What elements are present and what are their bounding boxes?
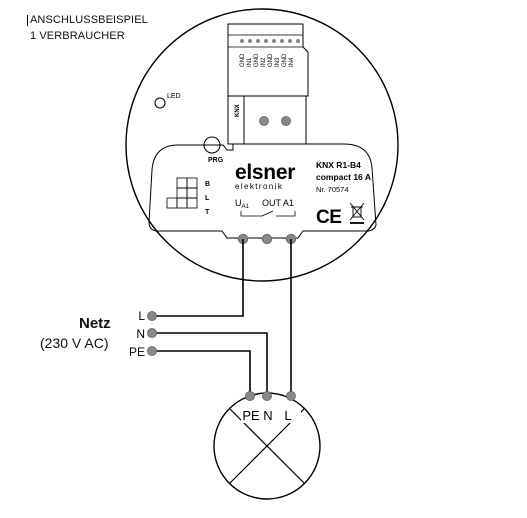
load-terminal-pe <box>245 391 255 401</box>
switch-row-label: T <box>205 209 210 216</box>
front-panel <box>148 143 377 239</box>
caption-bar <box>27 15 28 26</box>
load-terminal-n <box>262 391 272 401</box>
knx-screw <box>259 116 269 126</box>
supply-terminal-pe <box>147 346 157 356</box>
blt-switch: B L T <box>166 177 210 216</box>
load-terminal-label: L <box>284 408 291 423</box>
wire-pe-to-load <box>152 350 251 394</box>
pin-label: IN3 <box>275 57 281 67</box>
switch-row-label: B <box>205 181 210 188</box>
wire-n-to-load <box>152 332 268 394</box>
terminal-screws <box>240 39 300 43</box>
load-terminal-l <box>286 391 296 401</box>
out-label: OUT A1 <box>262 198 294 208</box>
pin-label: GND <box>268 53 274 67</box>
weee-bin-icon <box>349 202 365 224</box>
ce-mark: CE <box>316 207 341 228</box>
model-variant: compact 16 A <box>316 172 371 182</box>
load-terminal-label: PE <box>242 408 260 423</box>
supply-terminal-n <box>147 328 157 338</box>
caption-line-1: ANSCHLUSSBEISPIEL <box>30 14 148 26</box>
switch-row-label: L <box>205 195 210 202</box>
model-number: Nr. 70574 <box>316 185 349 194</box>
knx-connector: KNX <box>227 95 307 145</box>
supply-terminal-label: N <box>136 327 145 341</box>
relay-contact-symbol <box>240 210 296 217</box>
prg-label: PRG <box>208 157 224 164</box>
pin-label: GND <box>240 53 246 67</box>
pin-label: GND <box>282 53 288 67</box>
wire-l-to-device <box>152 239 244 317</box>
input-terminal-block: GND IN1 GND IN2 GND IN3 GND IN4 <box>227 23 309 97</box>
pin-label: IN2 <box>261 57 267 67</box>
terminal-blank <box>261 233 273 245</box>
ua-subscript: A1 <box>242 204 250 210</box>
led-label: LED <box>167 93 181 100</box>
caption-line-2: 1 VERBRAUCHER <box>30 30 125 42</box>
led-indicator <box>154 97 166 109</box>
knx-label: KNX <box>235 104 241 117</box>
lamp-load: PE N L <box>213 391 321 500</box>
pin-label: IN1 <box>247 57 253 67</box>
supply-terminal-l <box>147 311 157 321</box>
model-name: KNX R1-B4 <box>316 160 361 170</box>
supply-subtitle: (230 V AC) <box>40 335 109 351</box>
supply-terminal-label: PE <box>129 345 145 359</box>
supply-terminal-label: L <box>138 309 145 323</box>
wires <box>152 239 292 394</box>
supply-title: Netz <box>79 315 111 332</box>
device-housing <box>125 8 399 282</box>
brand-subtitle: elektronik <box>235 182 283 191</box>
load-terminal-label: N <box>263 408 272 423</box>
ua-label: UA1 <box>235 198 250 210</box>
pin-label: IN4 <box>289 57 295 67</box>
knx-screw <box>281 116 291 126</box>
brand-logo: elsner <box>235 161 295 184</box>
pin-label: GND <box>254 53 260 67</box>
pin-labels: GND IN1 GND IN2 GND IN3 GND IN4 <box>240 53 295 67</box>
